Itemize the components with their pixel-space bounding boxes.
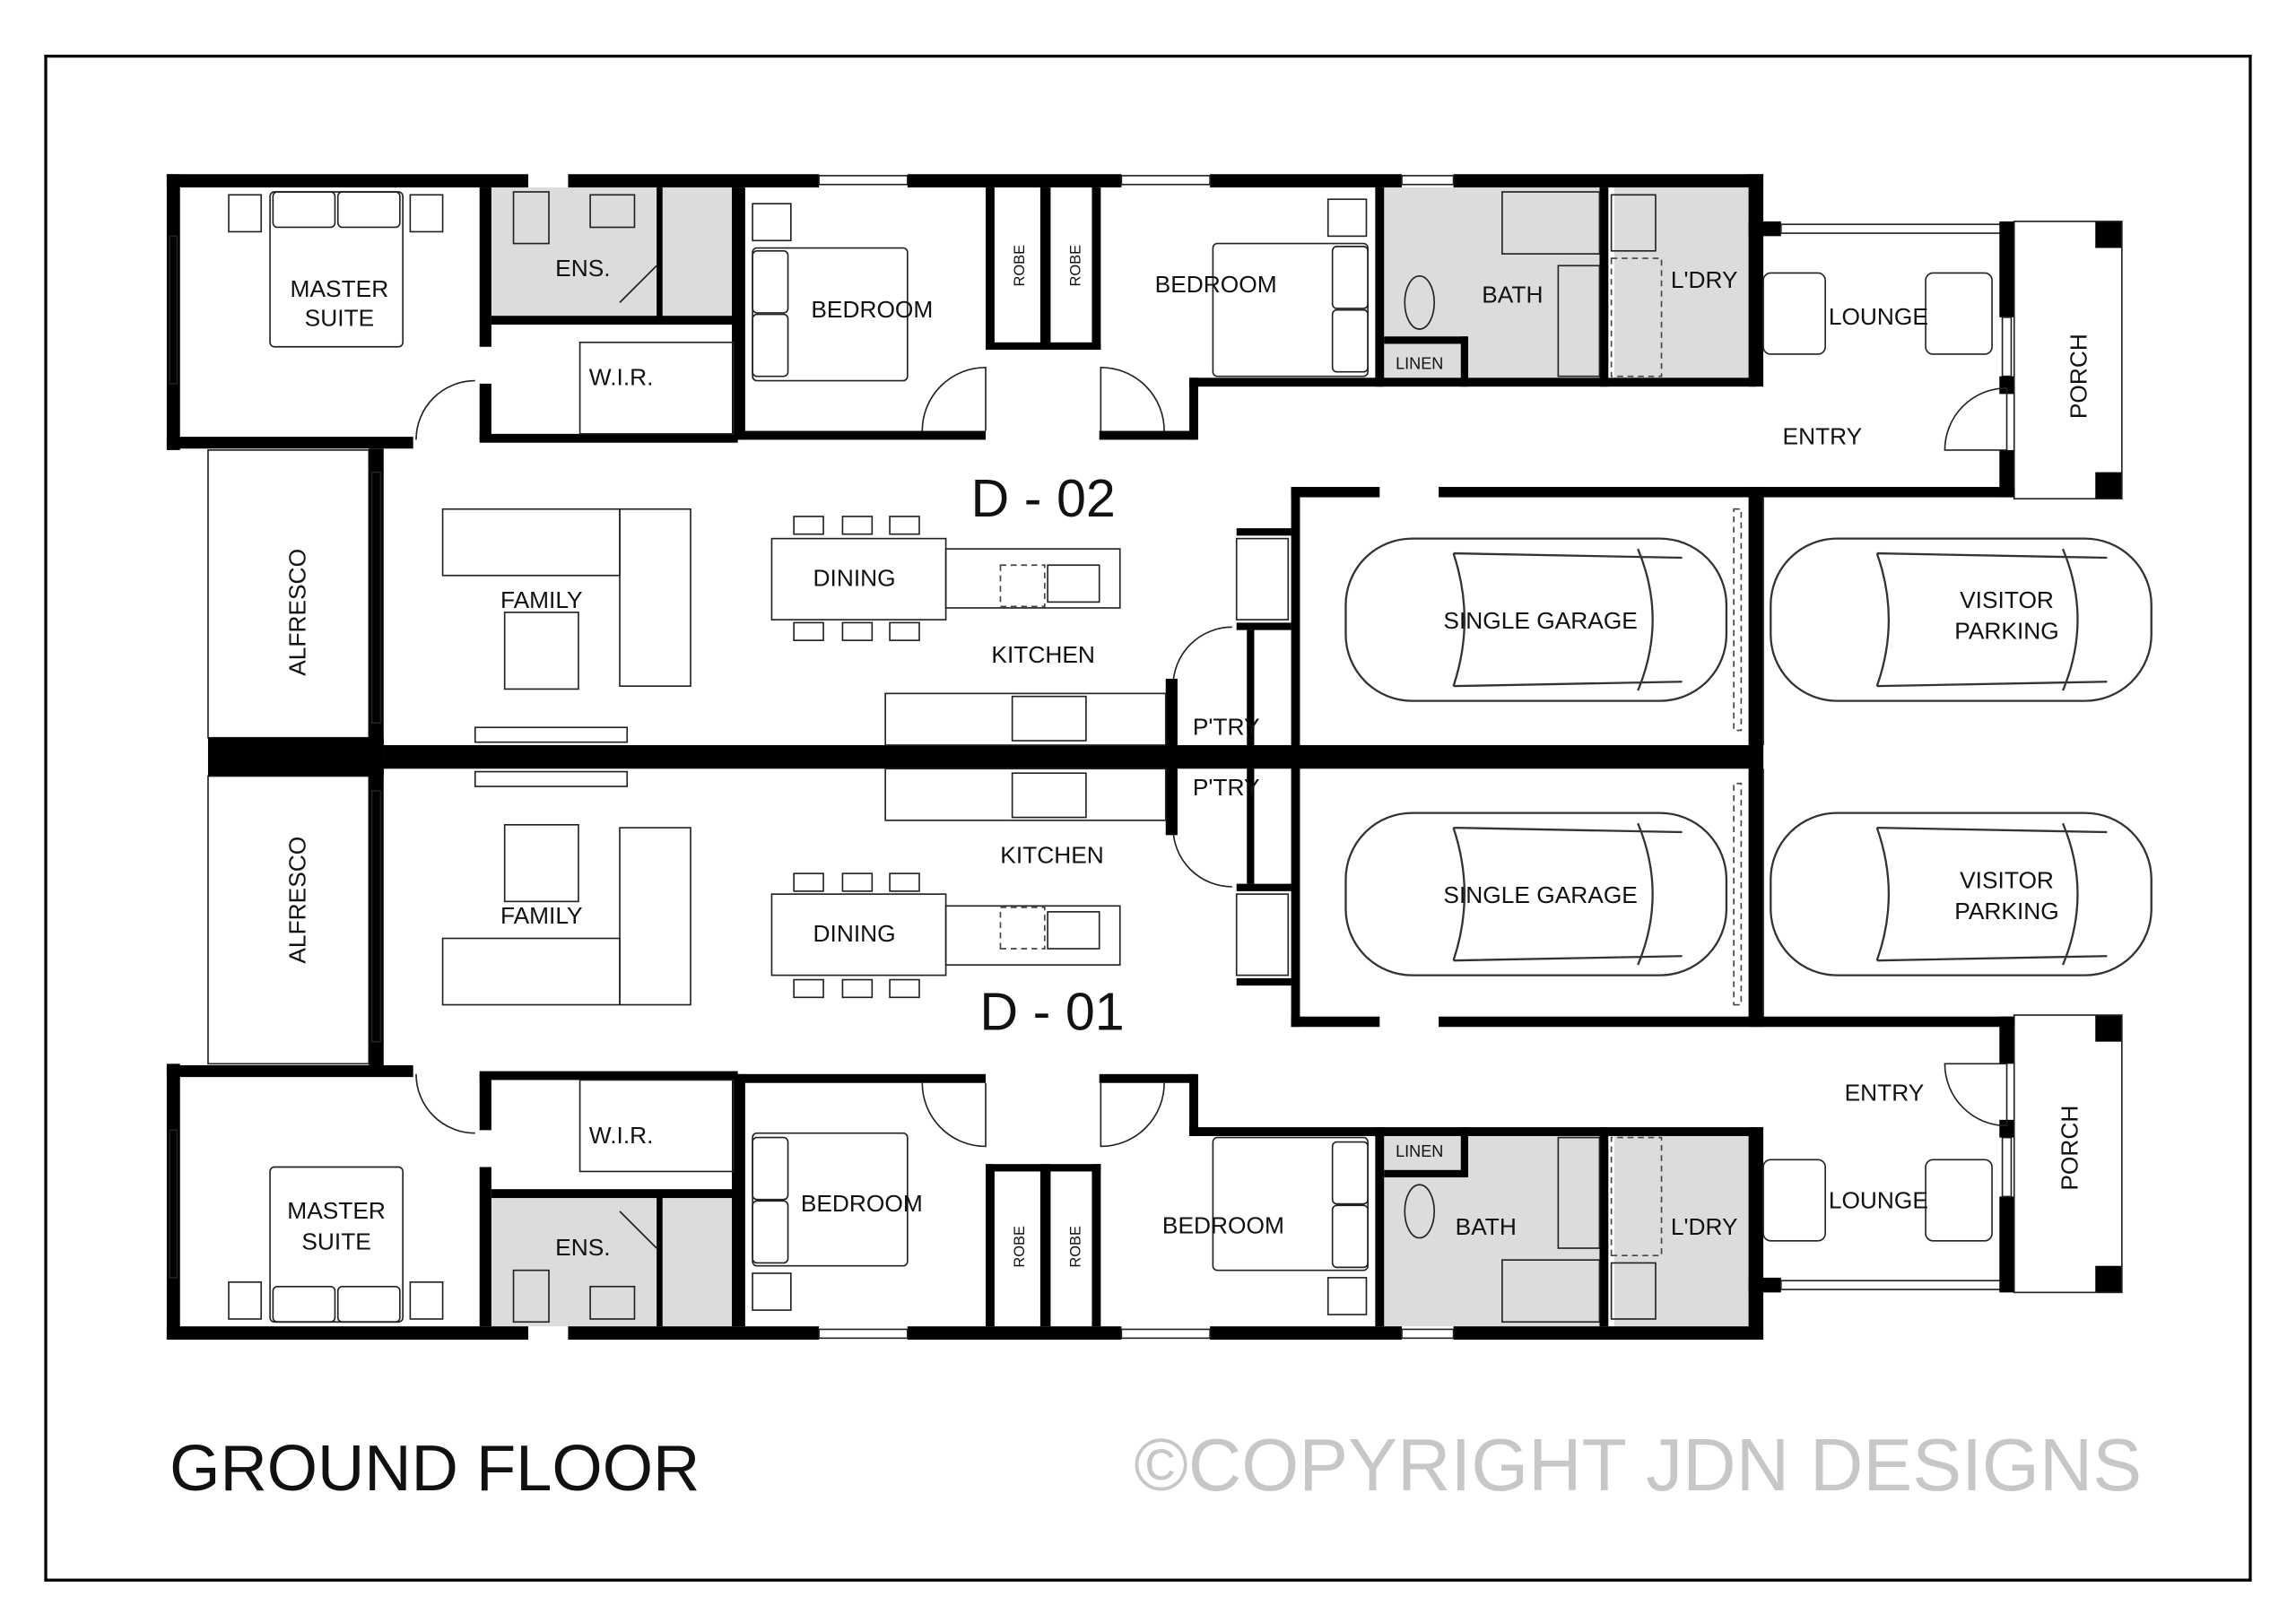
room-bedroom-1: BEDROOM xyxy=(801,1190,923,1217)
room-pantry: P'TRY xyxy=(1193,774,1260,801)
room-master-suite: MASTER xyxy=(291,275,389,302)
room-ensuite: ENS. xyxy=(555,1234,610,1261)
room-bedroom-2: BEDROOM xyxy=(1155,271,1277,298)
unit-d02-walls xyxy=(165,173,2152,777)
unit-d01-name: D - 01 xyxy=(979,981,1124,1041)
room-laundry: L'DRY xyxy=(1671,1213,1738,1240)
room-entry: ENTRY xyxy=(1783,422,1863,449)
room-robe-1: ROBE xyxy=(1012,1226,1028,1268)
room-alfresco: ALFRESCO xyxy=(284,549,311,676)
copyright-watermark: ©COPYRIGHT JDN DESIGNS xyxy=(1134,1425,2142,1506)
room-kitchen: KITCHEN xyxy=(1000,842,1104,869)
room-visitor-parking-line2: PARKING xyxy=(1954,898,2058,924)
room-family: FAMILY xyxy=(500,586,583,613)
room-wir: W.I.R. xyxy=(589,1122,654,1149)
room-porch: PORCH xyxy=(2057,1106,2083,1191)
room-master-suite-line2: SUITE xyxy=(305,305,375,332)
room-visitor-parking-line2: PARKING xyxy=(1954,618,2058,645)
unit-d01-labels: D - 01 MASTER SUITE ENS. W.I.R. BEDROOM … xyxy=(284,774,2083,1268)
room-bedroom-1: BEDROOM xyxy=(811,296,933,323)
room-lounge: LOUNGE xyxy=(1829,1187,1928,1214)
room-single-garage: SINGLE GARAGE xyxy=(1443,881,1637,908)
room-robe-1: ROBE xyxy=(1012,245,1028,287)
drawing-title: GROUND FLOOR xyxy=(170,1432,700,1505)
room-visitor-parking: VISITOR xyxy=(1960,586,2054,613)
room-bath: BATH xyxy=(1482,281,1543,308)
room-visitor-parking: VISITOR xyxy=(1960,867,2054,894)
room-master-suite-line2: SUITE xyxy=(301,1228,371,1255)
room-robe-2: ROBE xyxy=(1067,245,1083,287)
room-kitchen: KITCHEN xyxy=(991,641,1095,668)
room-alfresco: ALFRESCO xyxy=(284,837,311,964)
room-ensuite: ENS. xyxy=(555,255,610,282)
room-dining: DINING xyxy=(813,920,896,947)
room-lounge: LOUNGE xyxy=(1829,303,1928,330)
room-bedroom-2: BEDROOM xyxy=(1162,1212,1284,1239)
room-porch: PORCH xyxy=(2065,334,2092,419)
room-dining: DINING xyxy=(813,564,896,591)
room-laundry: L'DRY xyxy=(1671,266,1738,293)
room-single-garage: SINGLE GARAGE xyxy=(1443,607,1637,634)
room-master-suite: MASTER xyxy=(287,1197,386,1224)
room-pantry: P'TRY xyxy=(1193,713,1260,740)
room-linen: LINEN xyxy=(1396,1142,1443,1160)
unit-d01-walls xyxy=(165,736,2152,1341)
room-robe-2: ROBE xyxy=(1067,1226,1083,1268)
room-entry: ENTRY xyxy=(1845,1079,1925,1106)
unit-d02-name: D - 02 xyxy=(971,468,1116,528)
room-linen: LINEN xyxy=(1396,354,1443,372)
room-wir: W.I.R. xyxy=(589,364,654,391)
unit-d02-labels: D - 02 MASTER SUITE ENS. W.I.R. BEDROOM … xyxy=(284,245,2092,741)
room-bath: BATH xyxy=(1456,1213,1517,1240)
room-family: FAMILY xyxy=(500,902,583,929)
sheet-border xyxy=(44,54,2252,1582)
